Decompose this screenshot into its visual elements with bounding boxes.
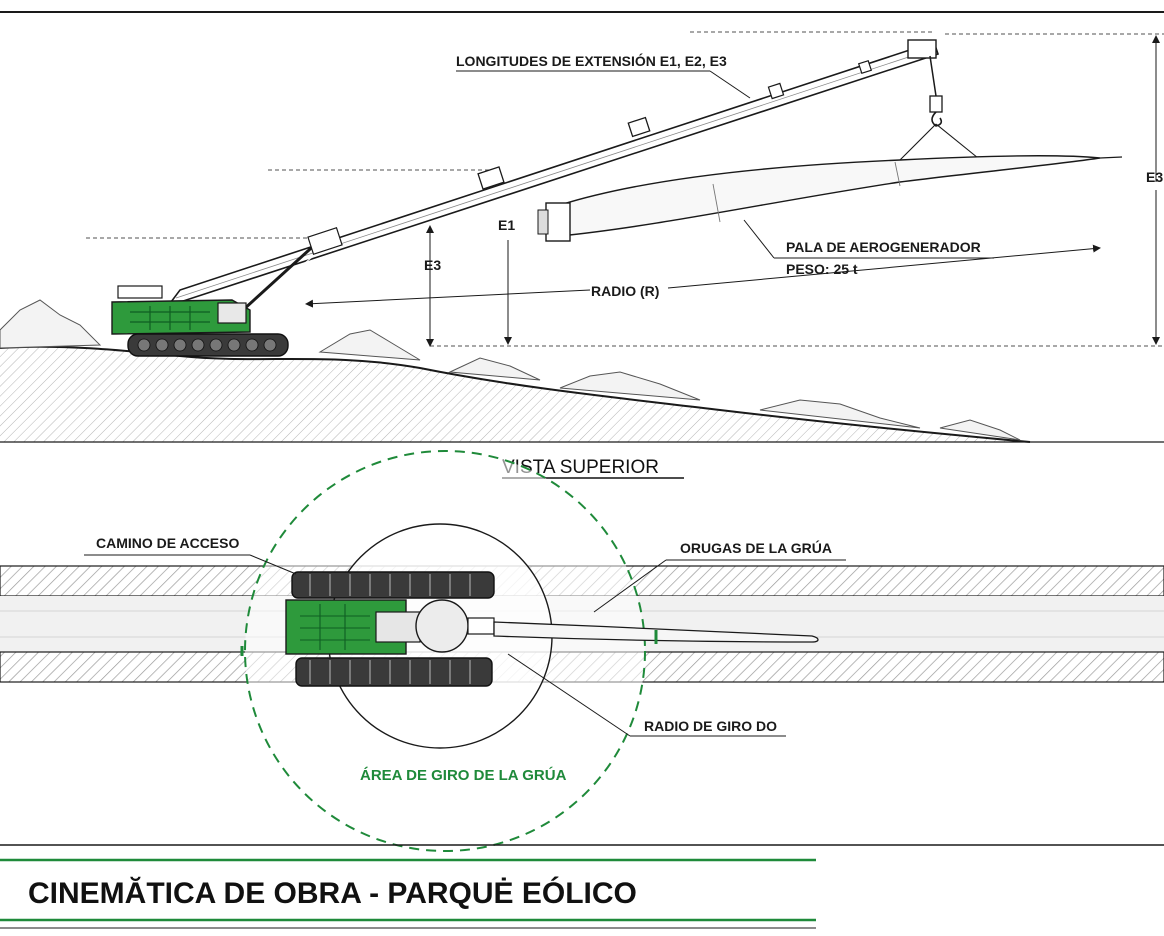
wind-turbine-blade-icon	[537, 155, 1123, 242]
tracks-label: ORUGAS DE LA GRÚA	[680, 539, 832, 556]
swing-radius-label: RADIO DE GIRO DO	[644, 718, 777, 734]
reference-lines	[86, 31, 1164, 347]
blade-top-view	[240, 621, 819, 656]
dimension-lines	[305, 35, 1160, 347]
crane-hook-icon	[895, 55, 979, 165]
top-view-heading: VISTA SUPERIOR	[502, 457, 659, 478]
terrain-hatch	[0, 346, 1030, 442]
top-view-leaders	[84, 554, 846, 737]
crane-tracks	[291, 571, 495, 687]
swing-area-label: ÁREA DE GIRO DE LA GRÚA	[360, 766, 567, 784]
radius-label: RADIO (R)	[591, 283, 659, 299]
blade-label: PALA DE AEROGENERADOR	[786, 239, 981, 255]
title-block: CINEMĂTICA DE OBRA - PARQUĖ EÓLICO	[0, 844, 1164, 929]
e1-label: E1	[498, 217, 515, 233]
side-elevation: LONGITUDES DE EXTENSIÓN E1, E2, E3 E1 E3…	[0, 31, 1164, 443]
mountain-icon	[0, 299, 1021, 441]
crawler-crane-icon	[111, 285, 289, 357]
e3-left-label: E3	[424, 257, 441, 273]
drawing-title: CINEMĂTICA DE OBRA - PARQUĖ EÓLICO	[28, 876, 637, 910]
top-view: VISTA SUPERIOR	[0, 450, 1164, 852]
access-road-label: CAMINO DE ACCESO	[96, 535, 239, 551]
crane-top-body	[285, 599, 495, 655]
extension-lengths-label: LONGITUDES DE EXTENSIÓN E1, E2, E3	[456, 52, 727, 69]
e3-right-label: E3	[1146, 169, 1163, 185]
crane-boom	[165, 39, 940, 322]
weight-label: PESO: 25 t	[786, 261, 858, 277]
